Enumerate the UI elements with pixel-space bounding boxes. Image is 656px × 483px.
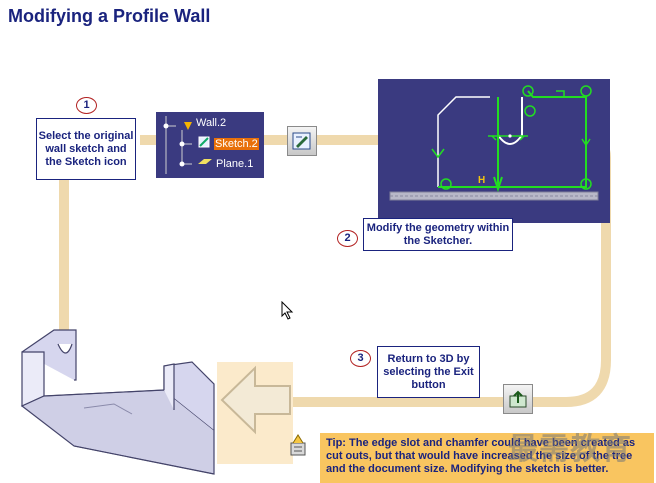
wall-icon [184, 122, 192, 130]
tree-item-wall[interactable]: Wall.2 [196, 117, 227, 129]
exit-workbench-icon [509, 390, 527, 408]
sketch-button[interactable] [287, 126, 317, 156]
step-2-number: 2 [337, 230, 358, 247]
tree-item-sketch[interactable]: Sketch.2 [214, 138, 259, 150]
arrow-left-icon [220, 365, 291, 435]
step-1-callout: Select the original wall sketch and the … [36, 118, 136, 180]
tip-box: Tip: The edge slot and chamfer could hav… [320, 433, 654, 483]
sketch-geometry [389, 85, 599, 201]
tree-item-plane[interactable]: Plane.1 [216, 158, 254, 170]
sketch-icon [292, 132, 311, 150]
step-2-callout: Modify the geometry within the Sketcher. [363, 218, 513, 251]
step-3-callout: Return to 3D by selecting the Exit butto… [377, 346, 480, 398]
profile-wall-part [20, 329, 215, 475]
exit-button[interactable] [503, 384, 533, 414]
step-1-number: 1 [76, 97, 97, 114]
dimension-label: H [478, 175, 486, 186]
mouse-cursor-icon [281, 301, 294, 320]
specification-tree[interactable]: Wall.2 Sketch.2 Plane.1 [156, 112, 264, 178]
tree-lines [163, 116, 212, 174]
watermark: 最需教育 [508, 432, 632, 467]
step-3-number: 3 [350, 350, 371, 367]
plane-icon [198, 159, 212, 164]
tip-icon [290, 434, 306, 456]
page-title: Modifying a Profile Wall [8, 6, 211, 26]
sketcher-viewport[interactable]: H [378, 79, 610, 223]
